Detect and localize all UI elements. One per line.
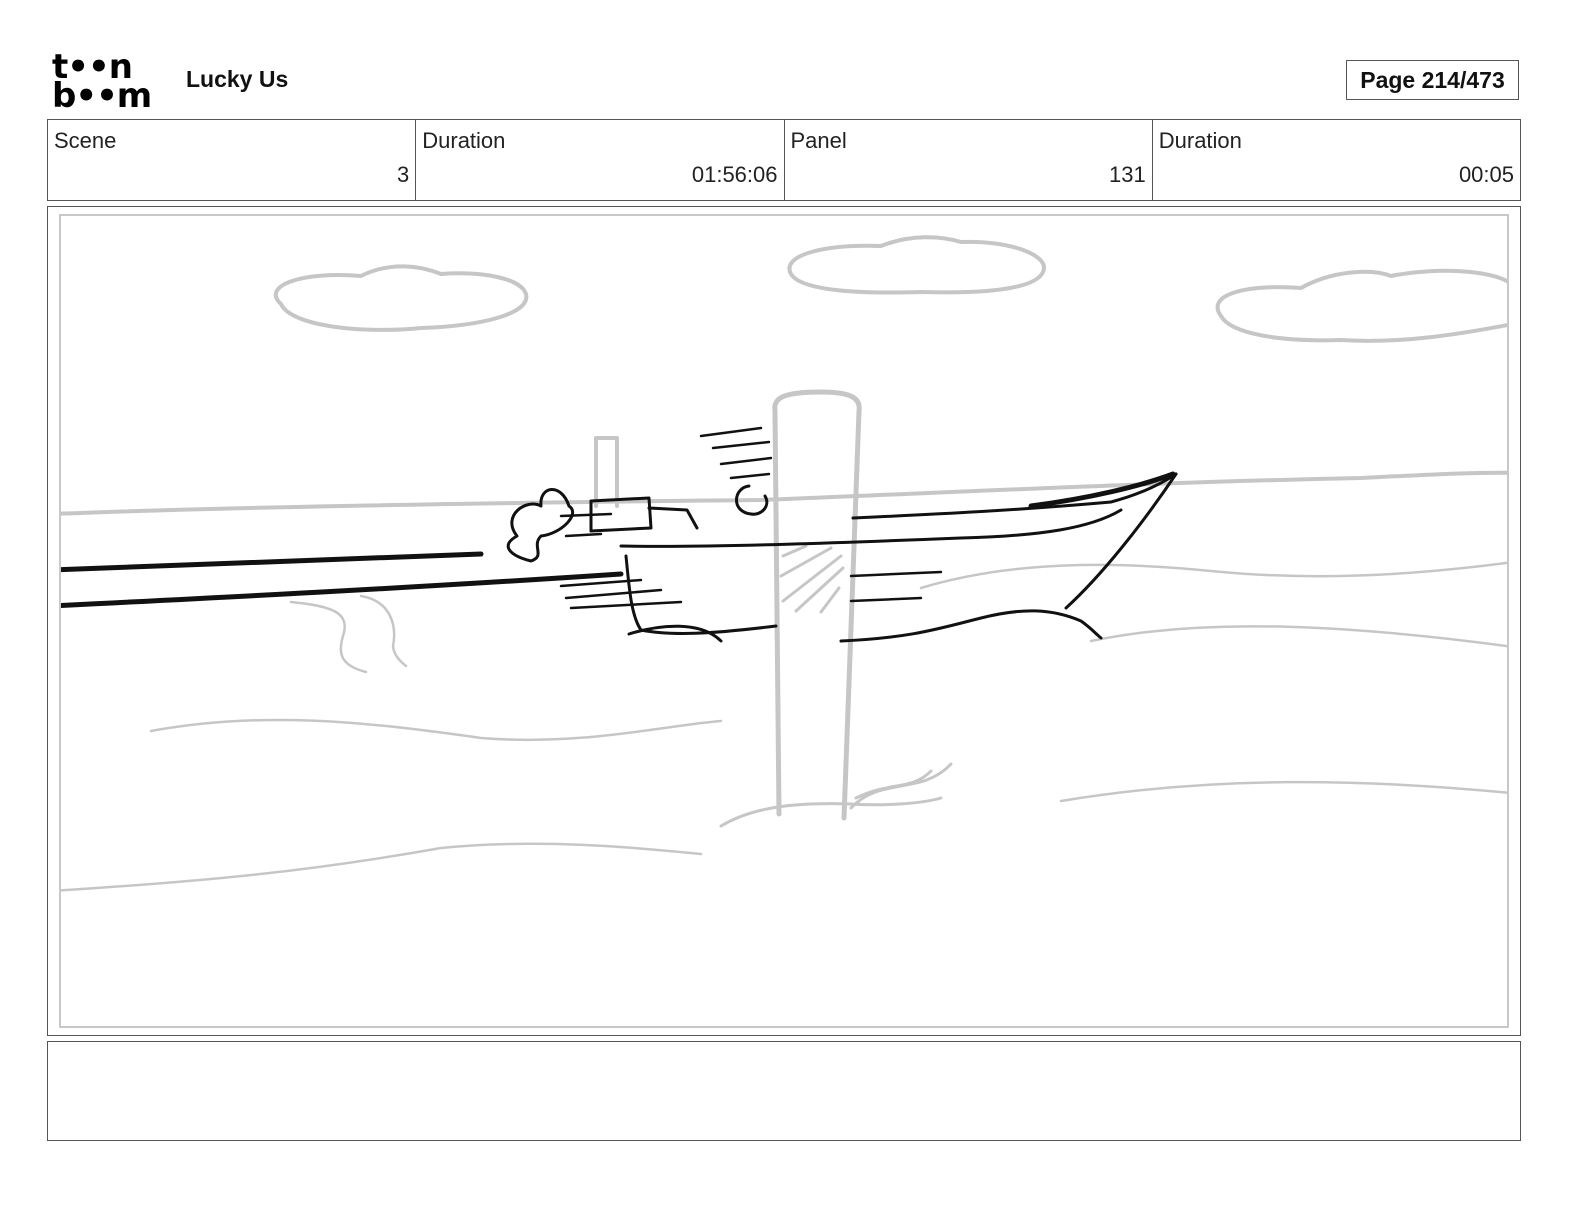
boat-hull-line (619, 508, 1123, 548)
boat-bow (1064, 472, 1178, 610)
cloud-right (1215, 268, 1507, 343)
wave-2 (1089, 625, 1507, 648)
post-shading-top (779, 544, 845, 614)
horizon-and-water (61, 470, 1507, 892)
stern-pole (594, 436, 619, 508)
panel-duration-cell: Duration 00:05 (1153, 120, 1520, 200)
cabin (589, 496, 653, 533)
storyboard-panel-frame (47, 206, 1521, 1036)
spray-lines (559, 426, 943, 610)
dock-post (594, 389, 953, 828)
boat-bottom (839, 609, 1103, 643)
horizon-line (61, 470, 1507, 516)
reflection-2 (359, 594, 408, 668)
boat (61, 426, 1178, 643)
wake-line-bottom (61, 571, 624, 609)
panel-value: 131 (1109, 162, 1146, 187)
wave-3 (149, 718, 723, 742)
scene-duration-cell: Duration 01:56:06 (416, 120, 785, 200)
panel-duration-label: Duration (1158, 128, 1242, 153)
wave-4 (1059, 780, 1507, 803)
scene-duration-label: Duration (422, 128, 506, 153)
boat-deck (851, 472, 1178, 520)
panel-notes-box (47, 1041, 1521, 1141)
boat-sketch-drawing (61, 235, 1507, 892)
wave-1 (919, 561, 1507, 590)
scene-duration-value: 01:56:06 (691, 162, 778, 187)
panel-info-row: Scene 3 Duration 01:56:06 Panel 131 Dura… (47, 119, 1521, 201)
page-indicator: Page 214/473 (1346, 60, 1519, 100)
cloud-left (273, 264, 529, 332)
boat-stern (624, 554, 778, 635)
post-base (719, 796, 943, 828)
logo-line-1: t••n (52, 47, 133, 87)
scene-cell: Scene 3 (48, 120, 417, 200)
wake-line-top (61, 551, 484, 573)
wave-5 (61, 842, 703, 892)
cloud-middle (787, 235, 1046, 295)
driver (735, 484, 769, 516)
stern-water (627, 624, 723, 643)
post-body (772, 389, 862, 821)
logo-line-2: b••m (52, 76, 152, 116)
scene-label: Scene (54, 128, 117, 153)
spray-cloud (506, 488, 574, 563)
storyboard-panel-image (59, 214, 1509, 1028)
cabin-window (647, 506, 699, 530)
project-title: Lucky Us (186, 66, 289, 92)
panel-cell: Panel 131 (785, 120, 1153, 200)
panel-label: Panel (790, 128, 847, 153)
reflection-1 (289, 600, 368, 674)
panel-duration-value: 00:05 (1458, 162, 1514, 187)
scene-value: 3 (397, 162, 410, 187)
post-shading-bottom (849, 762, 953, 810)
toon-boom-logo: t••n b••m (52, 47, 164, 116)
clouds (273, 235, 1507, 343)
boat-rail (1028, 471, 1176, 509)
